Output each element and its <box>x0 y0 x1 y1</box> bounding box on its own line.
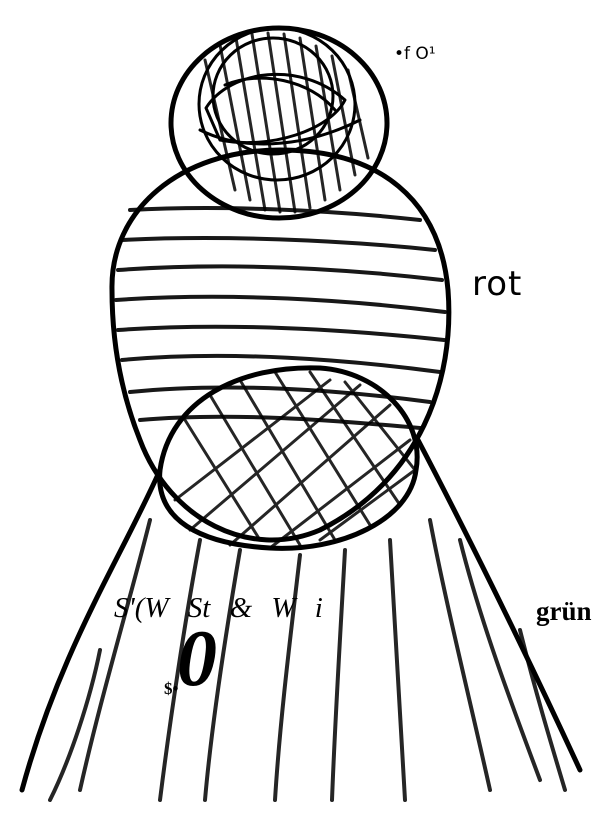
zero-mark: 0 <box>177 614 217 705</box>
red-label: rot <box>472 264 522 304</box>
lower-strokes <box>50 520 565 800</box>
green-label: grün <box>536 596 592 627</box>
dollar-mark: $• <box>164 679 178 699</box>
large-oval-hatching <box>116 208 445 428</box>
top-circle-hatching <box>205 33 368 212</box>
top-circle <box>171 28 387 218</box>
scribble-text: S'(W St & W i <box>114 592 323 625</box>
top-marker-label: •f O¹ <box>394 44 436 64</box>
